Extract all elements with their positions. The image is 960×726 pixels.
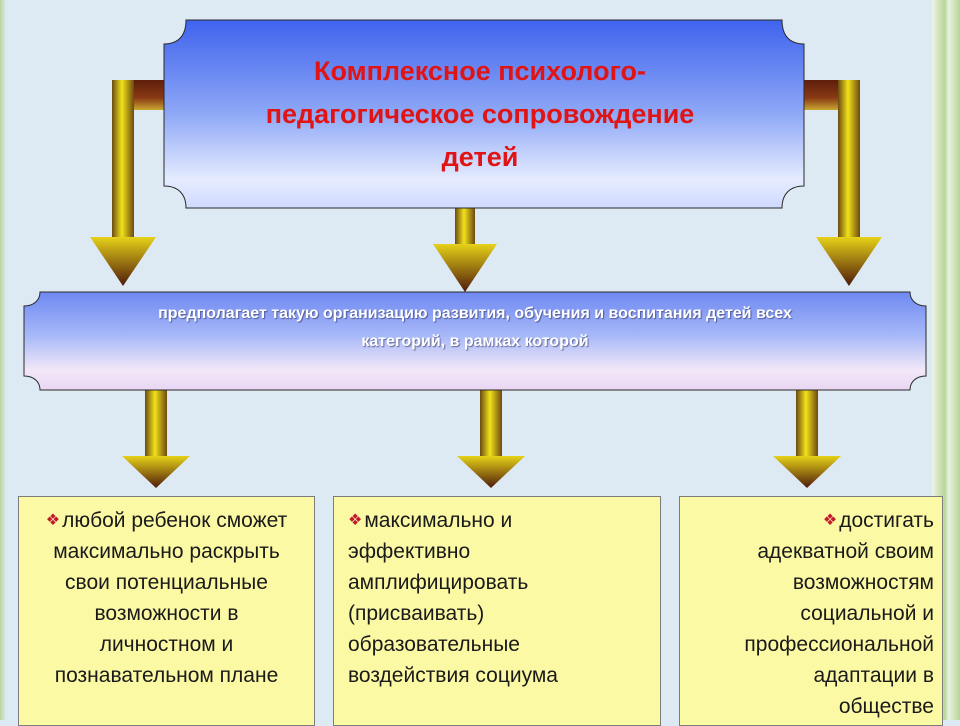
box-line: познавательном плане <box>54 664 279 687</box>
box-line: личностном и <box>99 633 234 656</box>
title-line-2: педагогическое сопровождение <box>265 99 695 129</box>
banner-line-1: предполагает такую организацию развития,… <box>158 305 792 322</box>
box-line: ❖достигать <box>822 509 934 532</box>
box-line: социальной и <box>800 602 934 625</box>
bottom-center-arrow <box>457 390 525 488</box>
box-line: воздействия социума <box>348 664 558 687</box>
outcome-box-1: ❖любой ребенок сможет максимально раскры… <box>18 496 315 726</box>
banner-scroll <box>23 291 927 391</box>
main-title: Комплексное психолого- педагогическое со… <box>190 50 770 179</box>
left-frame-strip <box>0 0 6 720</box>
box-line: образовательные <box>348 633 520 656</box>
box-line: эффективно <box>348 540 471 563</box>
box-line: возможности в <box>94 602 239 625</box>
box-line: обществе <box>838 695 934 718</box>
right-top-arrow <box>800 80 882 286</box>
banner-caption: предполагает такую организацию развития,… <box>60 300 890 356</box>
box-line: ❖любой ребенок сможет <box>45 509 288 532</box>
box-line: профессиональной <box>744 633 934 656</box>
banner-line-2: категорий, в рамках которой <box>361 333 589 350</box>
diamond-bullet-icon: ❖ <box>348 512 363 529</box>
box-line: максимально раскрыть <box>53 540 280 563</box>
box-line: адекватной своим <box>757 540 934 563</box>
box-line: свои потенциальные <box>65 571 268 594</box>
center-top-arrow <box>433 200 497 292</box>
box-line: адаптации в <box>813 664 934 687</box>
title-line-1: Комплексное психолого- <box>314 56 646 86</box>
box-line: амплифицировать <box>348 571 529 594</box>
diamond-bullet-icon: ❖ <box>45 512 61 529</box>
outcome-box-2: ❖максимально и эффективно амплифицироват… <box>333 496 661 726</box>
outcome-box-3: ❖достигать адекватной своим возможностям… <box>679 496 943 726</box>
bottom-left-arrow <box>122 390 190 488</box>
title-scroll <box>163 19 805 209</box>
left-top-arrow <box>90 80 168 286</box>
box-line: (присваивать) <box>348 602 485 625</box>
title-line-3: детей <box>441 142 519 172</box>
diamond-bullet-icon: ❖ <box>822 512 838 529</box>
box-line: возможностям <box>792 571 934 594</box>
box-line: ❖максимально и <box>348 509 513 532</box>
bottom-right-arrow <box>773 390 841 488</box>
